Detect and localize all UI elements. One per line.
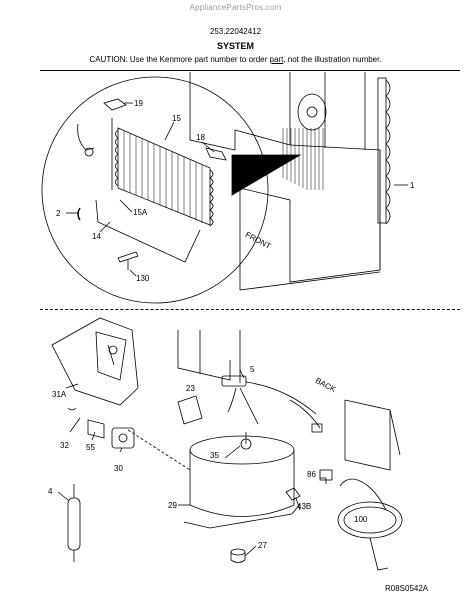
callout-29: 29 xyxy=(168,501,177,510)
part-30-relay xyxy=(111,427,135,449)
leader-18 xyxy=(201,141,215,153)
callout-100: 100 xyxy=(354,515,368,524)
part-4-drier xyxy=(67,484,81,562)
part-55-overload xyxy=(87,419,105,439)
caution-text-part: part xyxy=(269,55,284,64)
part-100-cord xyxy=(319,469,403,571)
part-5-harness xyxy=(221,375,323,433)
caution-text-end: , not the illustration number. xyxy=(283,55,382,64)
part-18-block xyxy=(205,147,227,161)
leader-15a xyxy=(119,199,133,213)
caution-note: CAUTION: Use the Kenmore part number to … xyxy=(0,55,471,64)
relay-mount-dash xyxy=(127,429,191,471)
caution-text-start: CAUTION: Use the Kenmore part number to … xyxy=(89,55,270,64)
part-19-block xyxy=(103,98,127,111)
part-130-screw xyxy=(117,251,139,270)
part-23-bracket xyxy=(177,395,203,425)
leader-4 xyxy=(57,491,69,501)
callout-14: 14 xyxy=(92,232,101,241)
part-43b-clamp xyxy=(285,487,301,501)
callout-1: 1 xyxy=(410,181,415,190)
callout-19: 19 xyxy=(134,99,143,108)
part-29-compressor xyxy=(183,432,301,529)
zoom-pointer xyxy=(231,154,302,196)
model-number: 253.22042412 xyxy=(209,27,262,36)
callout-15a: 15A xyxy=(133,208,148,217)
callout-43b: 43B xyxy=(297,502,312,511)
leader-14 xyxy=(99,221,111,233)
callout-15: 15 xyxy=(172,114,181,123)
leader-130 xyxy=(129,269,137,277)
leader-30 xyxy=(119,447,123,453)
defrost-wire xyxy=(77,123,95,151)
callout-55: 55 xyxy=(86,443,95,452)
leader-55 xyxy=(91,431,96,441)
callout-18: 18 xyxy=(196,133,205,142)
callout-2: 2 xyxy=(56,209,61,218)
part-31a-housing xyxy=(51,317,139,406)
condenser-coil xyxy=(377,77,391,225)
callout-5: 5 xyxy=(250,365,255,374)
callout-30: 30 xyxy=(114,464,123,473)
callout-4: 4 xyxy=(48,487,53,496)
callout-32: 32 xyxy=(60,441,69,450)
callout-27: 27 xyxy=(258,541,267,550)
leader-32 xyxy=(69,417,81,433)
part-32-clip xyxy=(67,407,77,411)
callout-31a: 31A xyxy=(52,390,67,399)
cabinet-lower xyxy=(177,330,401,471)
leader-35 xyxy=(224,445,241,459)
callout-35: 35 xyxy=(210,451,219,460)
part-30-socket xyxy=(118,433,128,443)
leader-43b xyxy=(295,497,301,511)
leader-15 xyxy=(164,121,175,141)
section-title: SYSTEM xyxy=(216,41,254,51)
thermostat-disc xyxy=(84,147,94,157)
callout-130: 130 xyxy=(136,274,150,283)
callout-23: 23 xyxy=(186,384,195,393)
part-86-clip xyxy=(320,477,327,484)
leader-27 xyxy=(244,545,257,557)
leader-31a xyxy=(65,383,79,389)
part-27-grommet xyxy=(230,548,246,563)
evaporator xyxy=(111,118,214,227)
section-divider xyxy=(40,309,460,310)
drawing-code: R08S0542A xyxy=(385,584,429,593)
header-divider xyxy=(40,70,460,71)
cabinet-upper xyxy=(189,72,381,291)
leader-5 xyxy=(239,369,245,379)
watermark-text: AppliancePartsPros.com xyxy=(189,3,282,12)
callout-86: 86 xyxy=(307,470,316,479)
detail-magnifier xyxy=(41,76,269,304)
tubing-14 xyxy=(95,199,201,263)
part-2-clip xyxy=(77,207,81,221)
